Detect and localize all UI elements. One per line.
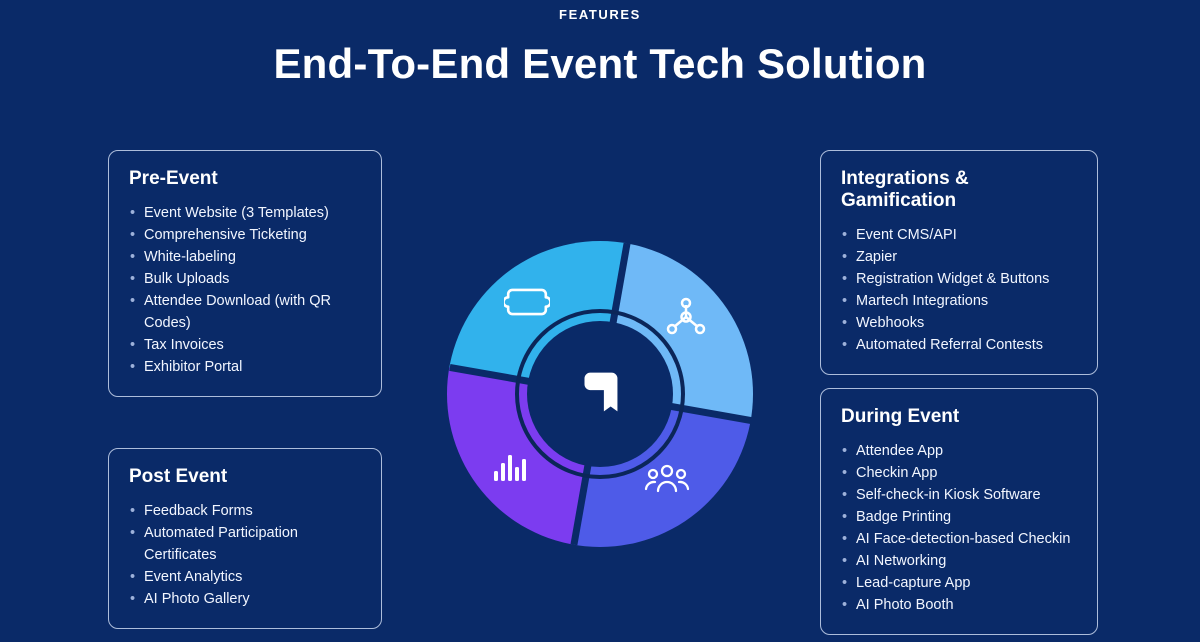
feature-item: Martech Integrations (841, 290, 1077, 312)
feature-item: Event Analytics (129, 566, 361, 588)
bar-chart-icon (492, 451, 530, 483)
page-title: End-To-End Event Tech Solution (273, 40, 927, 87)
feature-list-during-event: Attendee App Checkin App Self-check-in K… (841, 440, 1077, 616)
card-title-during-event: During Event (841, 406, 960, 427)
cycle-wheel (447, 241, 753, 547)
section-eyebrow: FEATURES (559, 7, 641, 22)
feature-item: Feedback Forms (129, 500, 361, 522)
card-integrations-gamification: Integrations & Gamification Event CMS/AP… (820, 150, 1098, 375)
card-title-integrations: Integrations & Gamification (841, 168, 969, 211)
feature-item: Comprehensive Ticketing (129, 224, 361, 246)
feature-item: Automated Referral Contests (841, 334, 1077, 356)
network-icon (664, 296, 708, 340)
feature-item: Checkin App (841, 462, 1077, 484)
feature-item: Tax Invoices (129, 334, 361, 356)
people-icon (644, 458, 690, 496)
feature-item: Zapier (841, 246, 1077, 268)
card-title-pre-event: Pre-Event (129, 168, 218, 189)
feature-item: Webhooks (841, 312, 1077, 334)
feature-item: Registration Widget & Buttons (841, 268, 1077, 290)
card-pre-event: Pre-Event Event Website (3 Templates) Co… (108, 150, 382, 397)
feature-item: Event Website (3 Templates) (129, 202, 361, 224)
feature-item: Lead-capture App (841, 572, 1077, 594)
feature-item: Attendee App (841, 440, 1077, 462)
feature-item: Badge Printing (841, 506, 1077, 528)
card-post-event: Post Event Feedback Forms Automated Part… (108, 448, 382, 629)
ticket-icon (501, 286, 552, 319)
feature-item: AI Face-detection-based Checkin (841, 528, 1077, 550)
card-during-event: During Event Attendee App Checkin App Se… (820, 388, 1098, 635)
feature-item: AI Networking (841, 550, 1077, 572)
feature-list-post-event: Feedback Forms Automated Participation C… (129, 500, 361, 610)
feature-item: Self-check-in Kiosk Software (841, 484, 1077, 506)
konfhub-logo (569, 361, 631, 428)
feature-list-pre-event: Event Website (3 Templates) Comprehensiv… (129, 202, 361, 378)
diagram-center (527, 321, 673, 467)
inner-ring (515, 309, 685, 479)
card-title-post-event: Post Event (129, 466, 228, 487)
feature-item: Attendee Download (with QR Codes) (129, 290, 361, 334)
feature-item: Bulk Uploads (129, 268, 361, 290)
feature-item: Automated Participation Certificates (129, 522, 361, 566)
feature-item: AI Photo Gallery (129, 588, 361, 610)
feature-list-integrations: Event CMS/API Zapier Registration Widget… (841, 224, 1077, 356)
feature-item: White-labeling (129, 246, 361, 268)
feature-item: AI Photo Booth (841, 594, 1077, 616)
feature-item: Event CMS/API (841, 224, 1077, 246)
feature-item: Exhibitor Portal (129, 356, 361, 378)
